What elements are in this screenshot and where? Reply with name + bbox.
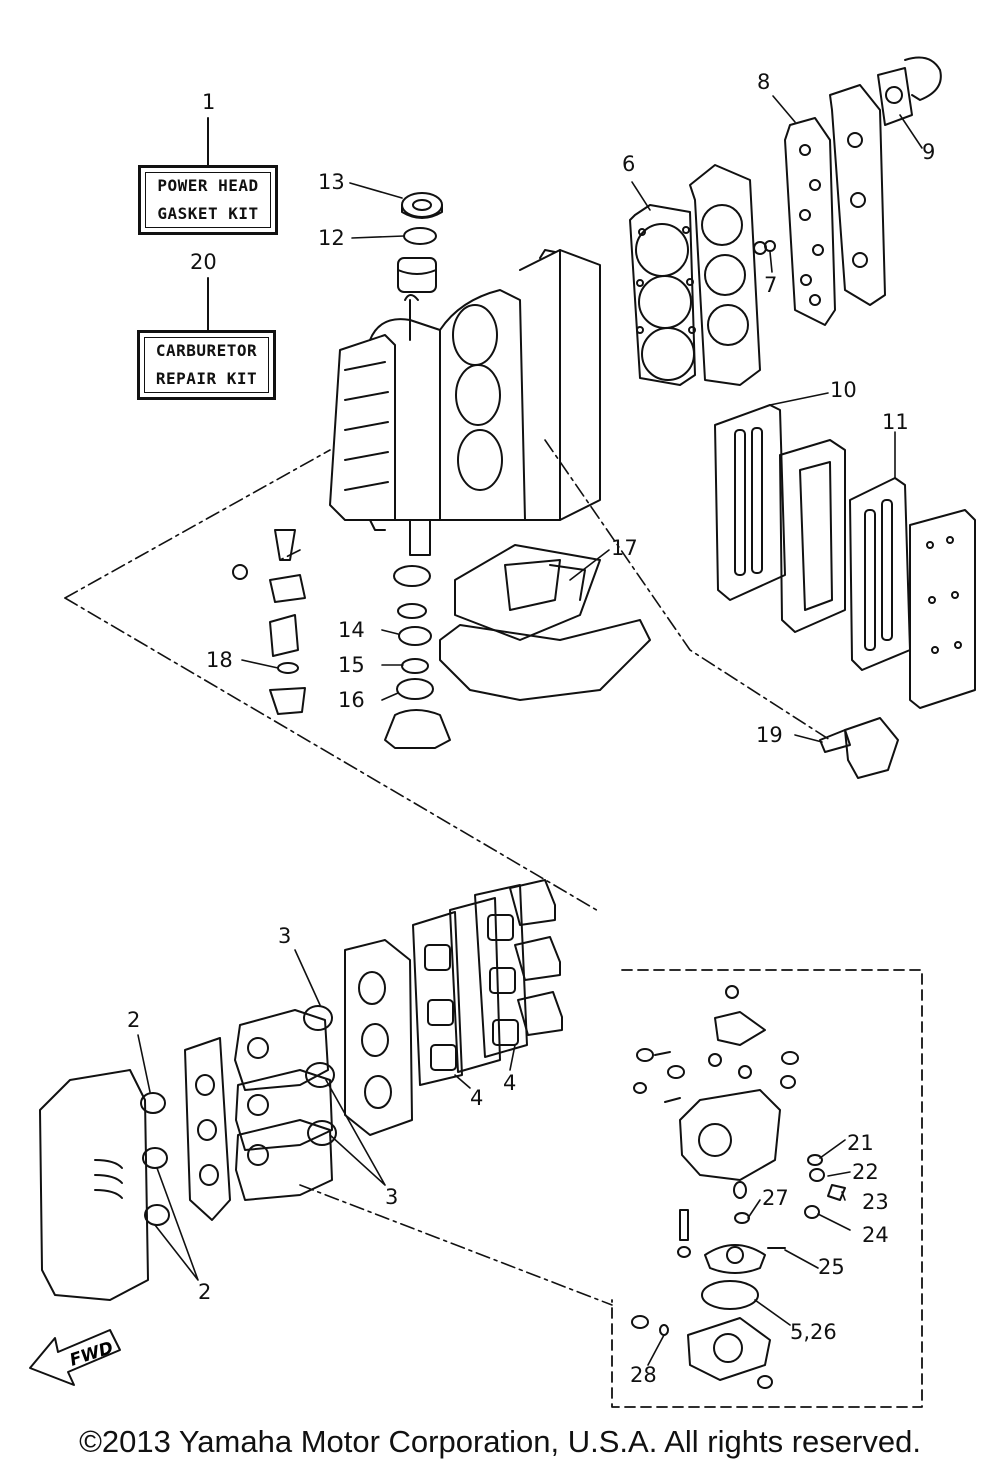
callout-12: 12 — [318, 226, 345, 250]
power-head-gasket-kit-box: POWER HEAD GASKET KIT — [138, 165, 278, 235]
base-gasket-17 — [454, 544, 601, 641]
kit-label-line2: GASKET KIT — [157, 204, 259, 223]
carburetor-detail — [631, 985, 846, 1389]
head-cover-gasket-8 — [784, 117, 836, 326]
cylinder-head — [689, 164, 761, 386]
crank-seal-upper — [393, 565, 431, 587]
intake-manifold — [344, 939, 413, 1136]
carburetor-bank — [234, 1009, 333, 1201]
gasket-9 — [877, 67, 913, 126]
fwd-arrow-icon — [29, 1329, 121, 1386]
callout-19: 19 — [756, 723, 783, 747]
lower-housing — [384, 709, 451, 749]
callout-8: 8 — [757, 70, 771, 94]
gasket-4-a — [412, 911, 463, 1086]
intake-silencer — [39, 1069, 149, 1301]
reed-valve-c — [517, 991, 563, 1036]
callout-18: 18 — [206, 648, 233, 672]
o-ring-16 — [396, 678, 434, 700]
exhaust-inner-cover — [779, 439, 846, 633]
callout-28: 28 — [630, 1363, 657, 1387]
callout-27: 27 — [762, 1186, 789, 1210]
carburetor-kit-frame — [611, 969, 923, 1408]
callout-24: 24 — [862, 1223, 889, 1247]
callout-6: 6 — [622, 152, 636, 176]
callout-2-upper: 2 — [127, 1008, 141, 1032]
exhaust-gasket-11 — [849, 477, 911, 671]
callout-5-26: 5,26 — [790, 1320, 837, 1344]
screw-left — [232, 564, 248, 580]
reed-valve-a — [509, 879, 556, 926]
gasket-2-c — [144, 1204, 170, 1226]
connection-lines — [64, 439, 831, 1306]
callout-2-lower: 2 — [198, 1280, 212, 1304]
kit-label-line1: POWER HEAD — [157, 176, 259, 195]
gasket-3-a — [303, 1005, 333, 1031]
callout-4-right: 4 — [503, 1071, 517, 1095]
o-ring-18 — [277, 662, 299, 674]
carburetor-repair-kit-box: CARBURETOR REPAIR KIT — [137, 330, 276, 400]
callout-10: 10 — [830, 378, 857, 402]
callout-3-upper: 3 — [278, 924, 292, 948]
kit-label-line2: REPAIR KIT — [155, 369, 258, 388]
head-gasket-6 — [629, 204, 696, 386]
lower-cowling — [439, 619, 651, 701]
o-ring-12 — [403, 227, 437, 245]
gasket-3-c — [307, 1120, 337, 1146]
callout-11: 11 — [882, 410, 909, 434]
gasket-2-b — [142, 1147, 168, 1169]
callout-21: 21 — [847, 1131, 874, 1155]
kit-label-line1: CARBURETOR — [155, 341, 258, 360]
copyright-notice: ©2013 Yamaha Motor Corporation, U.S.A. A… — [79, 1424, 921, 1459]
callout-15: 15 — [338, 653, 365, 677]
callout-3-lower: 3 — [385, 1185, 399, 1209]
callout-20: 20 — [190, 250, 217, 274]
filter-cup — [269, 687, 306, 715]
gasket-4-b — [474, 884, 528, 1058]
callout-17: 17 — [611, 536, 638, 560]
fuel-pump — [844, 717, 899, 779]
callout-leaders — [137, 95, 923, 1366]
thermostat-cover — [904, 56, 942, 101]
callout-14: 14 — [338, 618, 365, 642]
exhaust-outer-cover — [909, 509, 976, 709]
oil-seal-13 — [401, 192, 443, 218]
oil-seal-14 — [398, 626, 432, 646]
callout-16: 16 — [338, 688, 365, 712]
reed-valve-b — [514, 936, 561, 981]
bearing-15 — [401, 658, 429, 674]
callout-23: 23 — [862, 1190, 889, 1214]
head-cover — [829, 84, 886, 306]
callout-22: 22 — [852, 1160, 879, 1184]
callout-1: 1 — [202, 90, 216, 114]
callout-13: 13 — [318, 170, 345, 194]
fwd-label: FWD — [67, 1338, 115, 1371]
callout-25: 25 — [818, 1255, 845, 1279]
crankcase-block — [329, 249, 601, 556]
silencer-gasket — [184, 1037, 231, 1221]
exhaust-gasket-10 — [714, 404, 786, 601]
callout-9: 9 — [922, 140, 936, 164]
gasket-19 — [819, 729, 851, 753]
gasket-2-a — [140, 1092, 166, 1114]
filter-element — [269, 614, 299, 657]
callout-7: 7 — [764, 273, 778, 297]
gasket-3-b — [305, 1062, 335, 1088]
callout-4-left: 4 — [470, 1086, 484, 1110]
fitting-upper — [274, 529, 296, 561]
